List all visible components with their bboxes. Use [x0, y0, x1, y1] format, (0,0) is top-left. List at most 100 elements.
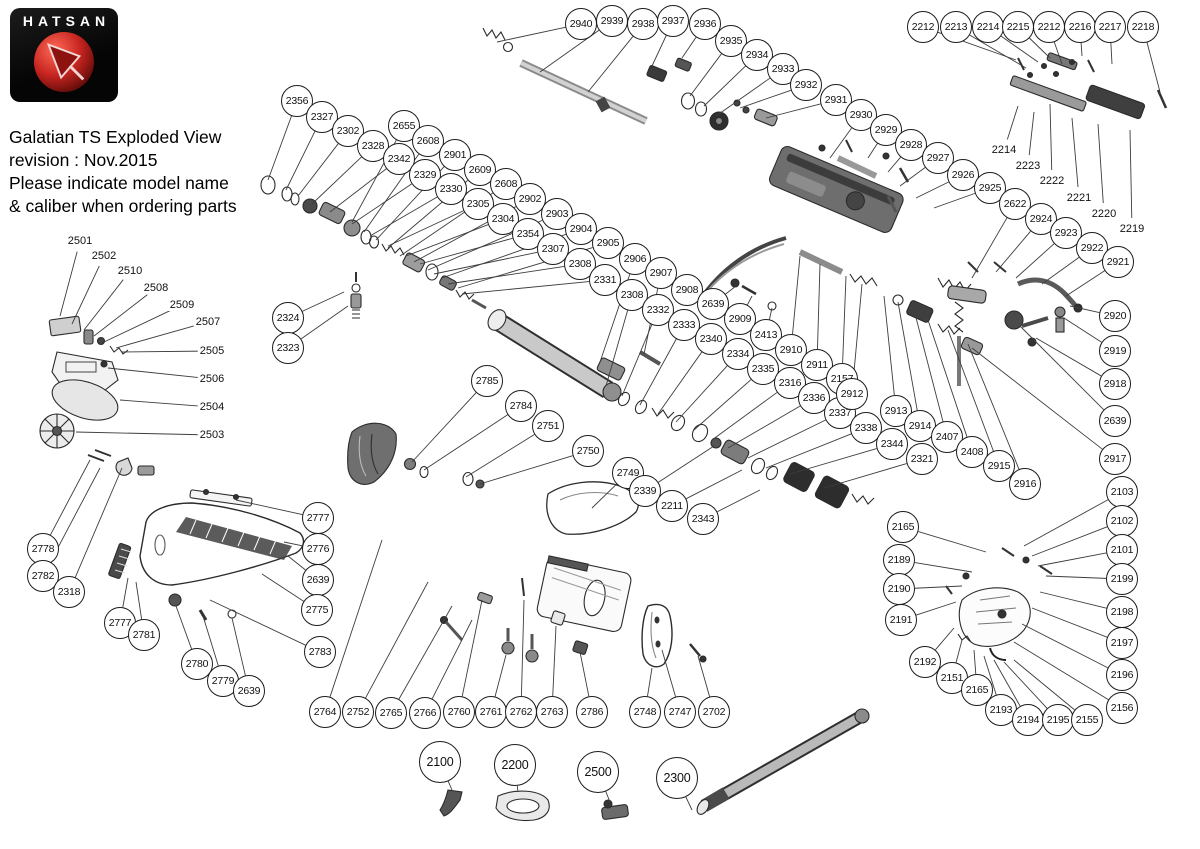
brand-name: HATSAN	[22, 13, 111, 29]
part-balloon-2316: 2316	[774, 367, 806, 399]
part-balloon-2103: 2103	[1106, 476, 1138, 508]
part-label-2214: 2214	[989, 144, 1019, 156]
part-balloon-2197: 2197	[1106, 627, 1138, 659]
part-balloon-2500: 2500	[577, 751, 619, 793]
part-balloon-2639: 2639	[302, 564, 334, 596]
part-label-2502: 2502	[89, 250, 119, 262]
part-balloon-2307: 2307	[537, 233, 569, 265]
part-label-2504: 2504	[197, 401, 227, 413]
title-block: Galatian TS Exploded View revision : Nov…	[9, 126, 237, 218]
part-balloon-2919: 2919	[1099, 335, 1131, 367]
part-balloon-2337: 2337	[824, 397, 856, 429]
part-balloon-2214: 2214	[972, 11, 1004, 43]
part-balloon-2193: 2193	[985, 694, 1017, 726]
part-balloon-2775: 2775	[301, 594, 333, 626]
part-balloon-2100: 2100	[419, 741, 461, 783]
part-balloon-2189: 2189	[883, 544, 915, 576]
part-balloon-2783: 2783	[304, 636, 336, 668]
part-label-2506: 2506	[197, 373, 227, 385]
part-balloon-2639: 2639	[697, 288, 729, 320]
part-balloon-2776: 2776	[302, 533, 334, 565]
part-label-2223: 2223	[1013, 160, 1043, 172]
part-balloon-2781: 2781	[128, 619, 160, 651]
part-balloon-2331: 2331	[589, 264, 621, 296]
part-balloon-2917: 2917	[1099, 443, 1131, 475]
part-balloon-2609: 2609	[464, 154, 496, 186]
part-label-2220: 2220	[1089, 208, 1119, 220]
part-balloon-2199: 2199	[1106, 563, 1138, 595]
part-balloon-2751: 2751	[532, 410, 564, 442]
part-balloon-2211: 2211	[656, 490, 688, 522]
hatsan-logo: HATSAN	[10, 8, 118, 102]
part-balloon-2784: 2784	[505, 390, 537, 422]
part-balloon-2190: 2190	[883, 573, 915, 605]
part-balloon-2747: 2747	[664, 696, 696, 728]
part-balloon-2191: 2191	[885, 604, 917, 636]
part-balloon-2212: 2212	[1033, 11, 1065, 43]
part-balloon-2335: 2335	[747, 353, 779, 385]
part-balloon-2933: 2933	[767, 53, 799, 85]
part-label-2510: 2510	[115, 265, 145, 277]
part-balloon-2321: 2321	[906, 443, 938, 475]
part-balloon-2344: 2344	[876, 428, 908, 460]
part-balloon-2939: 2939	[596, 5, 628, 37]
part-balloon-2200: 2200	[494, 744, 536, 786]
title-line-1: Galatian TS Exploded View	[9, 127, 222, 147]
part-balloon-2912: 2912	[836, 378, 868, 410]
part-balloon-2902: 2902	[514, 183, 546, 215]
part-balloon-2907: 2907	[645, 257, 677, 289]
part-balloon-2196: 2196	[1106, 659, 1138, 691]
part-balloon-2940: 2940	[565, 8, 597, 40]
part-balloon-2763: 2763	[536, 696, 568, 728]
part-balloon-2932: 2932	[790, 69, 822, 101]
part-balloon-2785: 2785	[471, 365, 503, 397]
part-balloon-2608: 2608	[412, 125, 444, 157]
part-balloon-2765: 2765	[375, 697, 407, 729]
part-label-2505: 2505	[197, 345, 227, 357]
part-balloon-2198: 2198	[1106, 596, 1138, 628]
part-balloon-2905: 2905	[592, 227, 624, 259]
part-balloon-2323: 2323	[272, 332, 304, 364]
part-balloon-2930: 2930	[845, 99, 877, 131]
part-balloon-2918: 2918	[1099, 368, 1131, 400]
part-balloon-2333: 2333	[668, 309, 700, 341]
part-balloon-2916: 2916	[1009, 468, 1041, 500]
part-balloon-2921: 2921	[1102, 246, 1134, 278]
part-balloon-2215: 2215	[1002, 11, 1034, 43]
part-label-2507: 2507	[193, 316, 223, 328]
part-balloon-2750: 2750	[572, 435, 604, 467]
part-balloon-2913: 2913	[880, 395, 912, 427]
part-balloon-2702: 2702	[698, 696, 730, 728]
hatsan-emblem-icon	[34, 32, 94, 92]
part-balloon-2937: 2937	[657, 5, 689, 37]
part-balloon-2308: 2308	[564, 248, 596, 280]
part-balloon-2639: 2639	[1099, 405, 1131, 437]
part-balloon-2101: 2101	[1106, 534, 1138, 566]
part-balloon-2217: 2217	[1094, 11, 1126, 43]
part-label-2219: 2219	[1117, 223, 1147, 235]
part-balloon-2920: 2920	[1099, 300, 1131, 332]
part-balloon-2356: 2356	[281, 85, 313, 117]
title-line-3: Please indicate model name	[9, 173, 229, 194]
part-label-2503: 2503	[197, 429, 227, 441]
part-label-2509: 2509	[167, 299, 197, 311]
part-balloon-2926: 2926	[947, 159, 979, 191]
part-balloon-2786: 2786	[576, 696, 608, 728]
part-balloon-2192: 2192	[909, 646, 941, 678]
part-balloon-2155: 2155	[1071, 704, 1103, 736]
part-balloon-2218: 2218	[1127, 11, 1159, 43]
part-balloon-2938: 2938	[627, 8, 659, 40]
part-balloon-2761: 2761	[475, 696, 507, 728]
part-balloon-2343: 2343	[687, 503, 719, 535]
part-balloon-2760: 2760	[443, 696, 475, 728]
part-label-2501: 2501	[65, 235, 95, 247]
part-balloon-2195: 2195	[1042, 704, 1074, 736]
part-balloon-2216: 2216	[1064, 11, 1096, 43]
part-balloon-2340: 2340	[695, 323, 727, 355]
part-balloon-2748: 2748	[629, 696, 661, 728]
part-balloon-2904: 2904	[565, 213, 597, 245]
title-line-2: revision : Nov.2015	[9, 150, 158, 171]
